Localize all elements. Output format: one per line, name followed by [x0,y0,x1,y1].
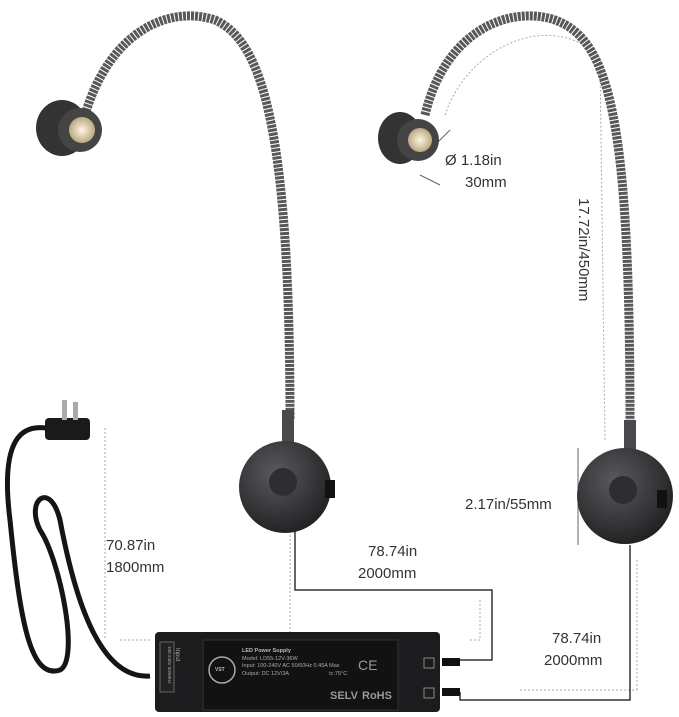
lamp-left [36,11,335,533]
head-diameter-imperial: Ø 1.18in [445,152,502,169]
rohs-mark: RoHS [362,690,392,702]
plug-cable-imperial: 70.87in [106,537,156,554]
lamp-cable-1-metric: 2000mm [358,565,417,582]
base-diameter-label: 2.17in/55mm [465,496,552,513]
psu-input-spec: 100-240V 50/60Hz [167,646,172,684]
psu-temp: tc:75°C [329,670,348,677]
power-supply [155,632,460,712]
lamp-cable-1-imperial: 78.74in [368,543,418,560]
psu-specs: LED Power Supply Model: LD55-12V-36W Inp… [242,648,347,678]
psu-output: Output: DC 12V/3A [242,670,290,677]
psu-input-label: Input [174,648,180,662]
led-icon [69,117,95,143]
psu-input: Input: 100-240V AC 50/60Hz 0.45A Max [242,663,340,669]
plug-cable-metric: 1800mm [106,559,165,576]
plug-icon [45,418,90,440]
psu-title: LED Power Supply [242,648,291,654]
dimension-lines [104,34,638,691]
plug-cable-label: 70.87in 1800mm [106,535,164,579]
lamp-cable-2-metric: 2000mm [544,652,603,669]
lamp-cable-2-imperial: 78.74in [552,630,602,647]
psu-model: Model: LD55-12V-36W [242,655,298,662]
head-diameter-label: Ø 1.18in 30mm [445,150,507,194]
lamp-right [378,11,673,544]
selv-mark: SELV [330,690,358,702]
lamp-cable-1-label: 78.74in 2000mm [358,541,418,585]
ce-mark: CE [358,657,378,673]
plug-cable [4,400,151,679]
psu-brand: VST [215,667,225,673]
head-diameter-metric: 30mm [465,174,507,191]
vst-logo-icon [208,656,236,684]
neck-length-label: 17.72in/450mm [575,198,592,302]
lamp-cable-2-label: 78.74in 2000mm [544,628,602,672]
